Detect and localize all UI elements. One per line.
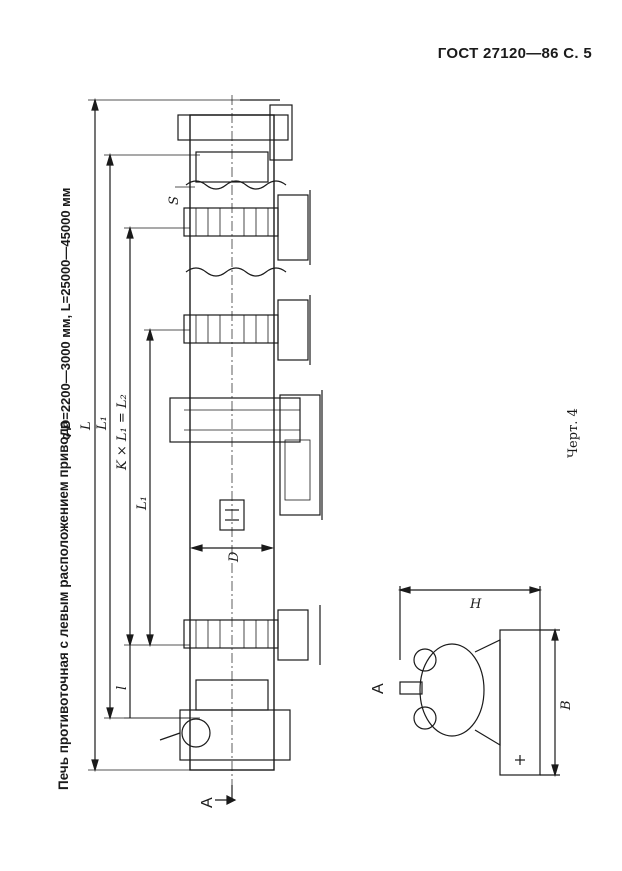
label-L: L	[79, 421, 94, 431]
label-B: B	[559, 700, 574, 711]
label-l-small: l	[115, 686, 130, 690]
label-L1-mid: L₁	[135, 496, 150, 511]
tire-1	[183, 207, 279, 237]
side-view-A	[397, 586, 560, 778]
label-S: S	[167, 196, 182, 205]
label-D: D	[227, 551, 242, 563]
girth-gear	[169, 397, 301, 443]
label-L1-top: L₁	[95, 416, 110, 431]
label-A-side: A	[370, 683, 387, 694]
tire-2	[183, 314, 279, 344]
tire-3	[183, 619, 279, 649]
label-A-main: A	[199, 797, 216, 808]
label-K-formula: K × L₁ = L₂	[115, 394, 130, 471]
label-H: H	[469, 597, 482, 612]
standard-header: ГОСТ 27120—86 С. 5	[437, 45, 592, 62]
